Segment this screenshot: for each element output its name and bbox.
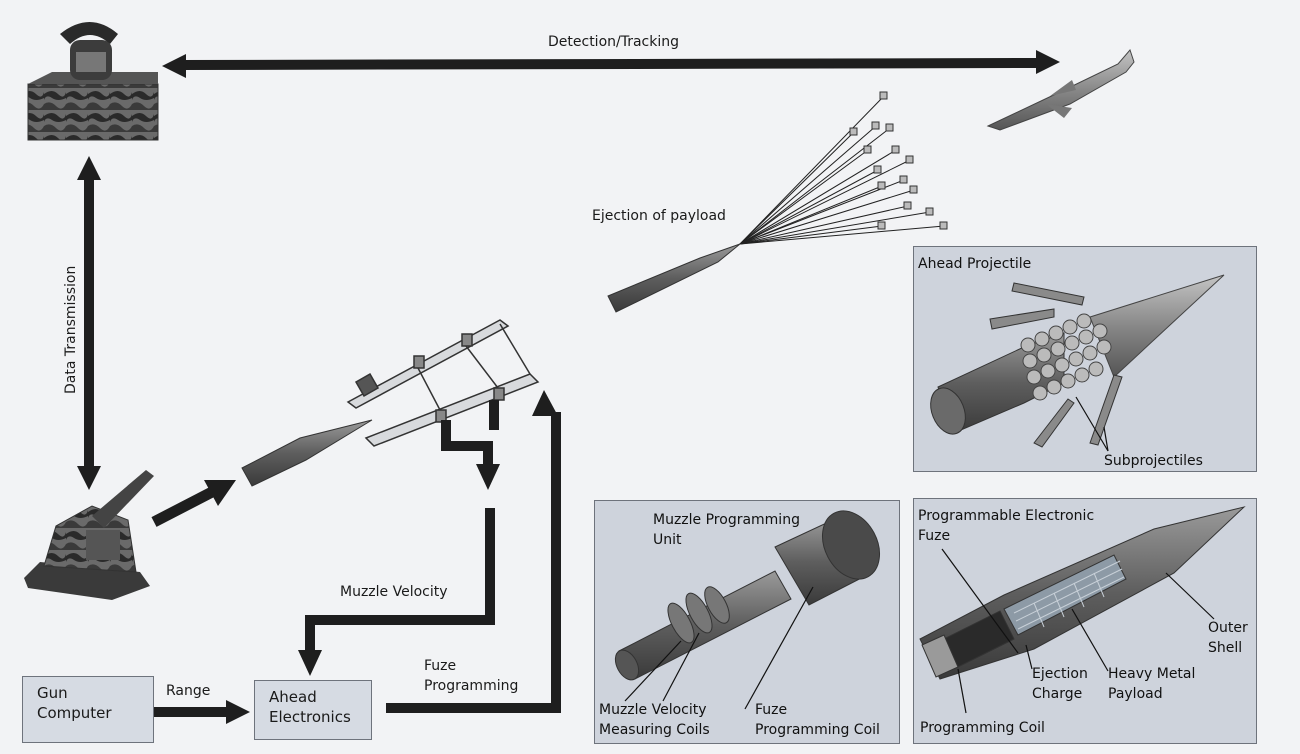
muzzle-programming-illustration [614, 510, 881, 710]
payload-ejection-icon [607, 91, 948, 313]
muzzle-programming-title-1: Muzzle Programming [653, 512, 800, 528]
ahead-projectile-illustration [930, 274, 1225, 452]
outer-shell-label-2: Shell [1208, 640, 1243, 656]
gun-turret-icon [24, 470, 154, 600]
fuze-programming-coil-label-2: Programming Coil [755, 722, 880, 738]
muzzle-programming-panel: Muzzle Programming Unit Muzzle Velocity … [594, 500, 900, 744]
ejection-label: Ejection of payload [592, 208, 726, 224]
range-label: Range [166, 683, 211, 699]
flying-projectile-icon [241, 419, 373, 487]
programming-coil-label: Programming Coil [920, 720, 1045, 736]
ahead-projectile-panel: Ahead Projectile Subprojectiles [913, 246, 1257, 472]
detection-tracking-label: Detection/Tracking [548, 34, 680, 50]
fuze-programming-label-1: Fuze [424, 658, 457, 674]
ejection-charge-label-1: Ejection [1032, 666, 1088, 682]
ahead-electronics-line-1: Ahead [269, 688, 317, 706]
data-transmission-label: Data Transmission [63, 265, 79, 394]
measurement-down-arrow [441, 400, 500, 490]
fuze-programming-label-2: Programming [424, 678, 519, 694]
range-arrow [154, 700, 250, 724]
subprojectiles-label: Subprojectiles [1104, 453, 1203, 469]
measuring-coils-label-2: Measuring Coils [599, 722, 710, 738]
detection-tracking-arrow [162, 50, 1060, 78]
gun-computer-line-1: Gun [37, 684, 68, 702]
fuze-panel-title-1: Programmable Electronic [918, 508, 1095, 524]
heavy-metal-payload-label-2: Payload [1108, 686, 1163, 702]
muzzle-device-sketch [346, 319, 540, 447]
gun-to-projectile-arrow [151, 480, 236, 527]
outer-shell-label-1: Outer [1208, 620, 1248, 636]
missile-icon [986, 49, 1135, 131]
measuring-coils-label-1: Muzzle Velocity [599, 702, 707, 718]
muzzle-velocity-arrow [298, 508, 495, 676]
muzzle-programming-title-2: Unit [653, 532, 682, 548]
gun-computer-line-2: Computer [37, 704, 112, 722]
fuze-programming-arrow [386, 390, 561, 713]
heavy-metal-payload-label-1: Heavy Metal [1108, 666, 1196, 682]
ejection-charge-label-2: Charge [1032, 686, 1083, 702]
fuze-panel-title-2: Fuze [918, 528, 951, 544]
ahead-projectile-title: Ahead Projectile [918, 256, 1032, 272]
ahead-electronics-line-2: Electronics [269, 708, 351, 726]
ahead-electronics-box: Ahead Electronics [254, 680, 372, 740]
muzzle-velocity-label: Muzzle Velocity [340, 584, 448, 600]
data-transmission-arrow [77, 156, 101, 490]
programmable-fuze-panel: Programmable Electronic Fuze Outer Shell… [913, 498, 1257, 744]
fuze-programming-coil-label-1: Fuze [755, 702, 788, 718]
programmable-fuze-illustration [919, 506, 1246, 714]
radar-station-icon [27, 22, 159, 141]
gun-computer-box: Gun Computer [22, 676, 154, 743]
